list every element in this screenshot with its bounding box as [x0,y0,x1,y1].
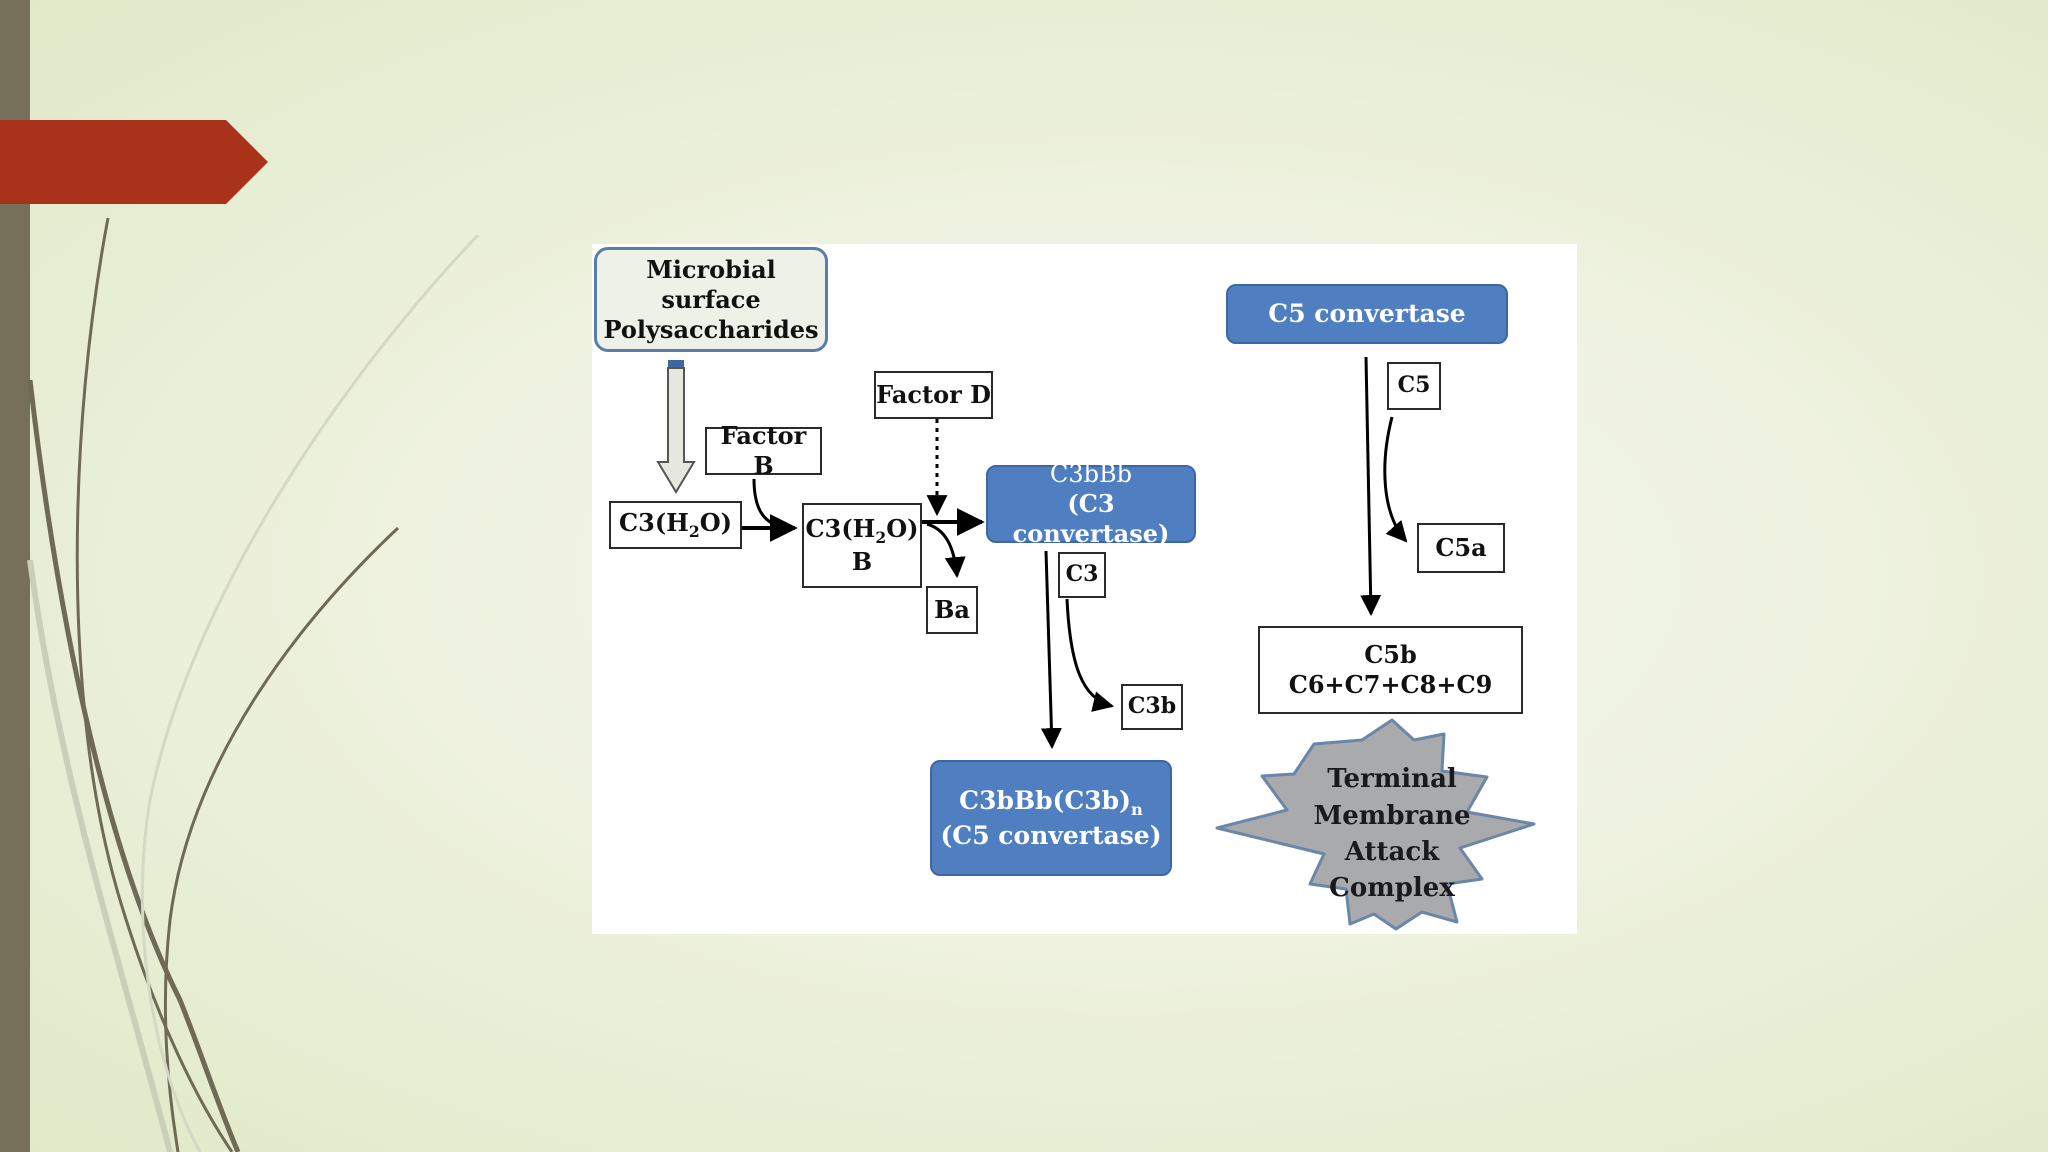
c5cc-line1-sub: n [1131,799,1143,819]
microbial-line2: Polysaccharides [603,314,819,344]
red-arrow-tab [0,120,268,204]
arrow-c5-to-c5a [1383,416,1408,543]
c5a-node: C5a [1417,523,1505,573]
c5b-line1: C5b [1364,640,1417,669]
c3h2o-tail: O) [699,508,732,538]
c3h2ob-tail: O) [886,513,919,543]
c3-node: C3 [1058,552,1106,598]
c5b-node: C5b C6+C7+C8+C9 [1258,626,1523,714]
factor-d-node: Factor D [874,371,993,419]
c3h2o-base: C3(H [619,508,689,538]
c5-convertase-label: C5 convertase [1268,299,1466,329]
c3b-node: C3b [1121,684,1183,730]
c3bbb-line1: C3bBb [1050,460,1132,488]
arrow-c5-convertase-down [1360,356,1382,617]
complement-pathway-diagram: Microbial surface Polysaccharides C3(H2O… [592,244,1577,934]
decorative-swooshes [27,217,480,1152]
factor-b-node: Factor B [705,421,822,480]
c5-label: C5 [1397,372,1431,399]
mac-line3: Attack [1344,837,1440,867]
arrow-to-c5-convertase-complex [1040,550,1062,750]
microbial-surface-node: Microbial surface Polysaccharides [594,247,828,352]
c3b-label: C3b [1127,693,1177,720]
c3h2ob-line2: B [851,547,873,577]
microbial-line1: Microbial surface [646,254,776,314]
c3bbb-line2: (C3 convertase) [1012,489,1170,548]
c5cc-line1-base: C3bBb(C3b) [959,785,1131,815]
mac-label: Terminal Membrane Attack Complex [1292,754,1492,914]
c3h2ob-node: C3(H2O) B [802,503,922,588]
c5-convertase-complex-node: C3bBb(C3b)n (C5 convertase) [930,760,1172,876]
ba-label: Ba [934,595,970,624]
c3h2o-node: C3(H2O) [609,501,742,549]
c5-convertase-node: C5 convertase [1226,284,1508,344]
mac-line4: Complex [1329,873,1455,904]
factor-d-label: Factor D [876,380,991,409]
c5cc-line2: (C5 convertase) [940,821,1162,851]
arrow-c3-to-c3b [1065,598,1115,712]
c5b-line2: C6+C7+C8+C9 [1288,670,1493,699]
c3h2o-sub: 2 [688,522,700,542]
c3h2ob-sub: 2 [875,527,887,547]
arrow-to-ba [926,522,966,579]
factor-b-label: Factor B [720,421,807,480]
c5-node: C5 [1387,362,1441,410]
c5a-label: C5a [1435,533,1487,562]
mac-line2: Membrane [1313,800,1471,831]
arrow-factor-b [752,478,796,530]
c3h2ob-base: C3(H [805,513,876,543]
c3-label: C3 [1065,561,1099,588]
ba-node: Ba [926,586,978,634]
mac-star [1215,718,1536,931]
mac-line1: Terminal [1327,764,1457,795]
diagram-connectors [656,356,1536,931]
c3bbb-node: C3bBb (C3 convertase) [986,460,1196,548]
block-arrow [656,360,696,494]
